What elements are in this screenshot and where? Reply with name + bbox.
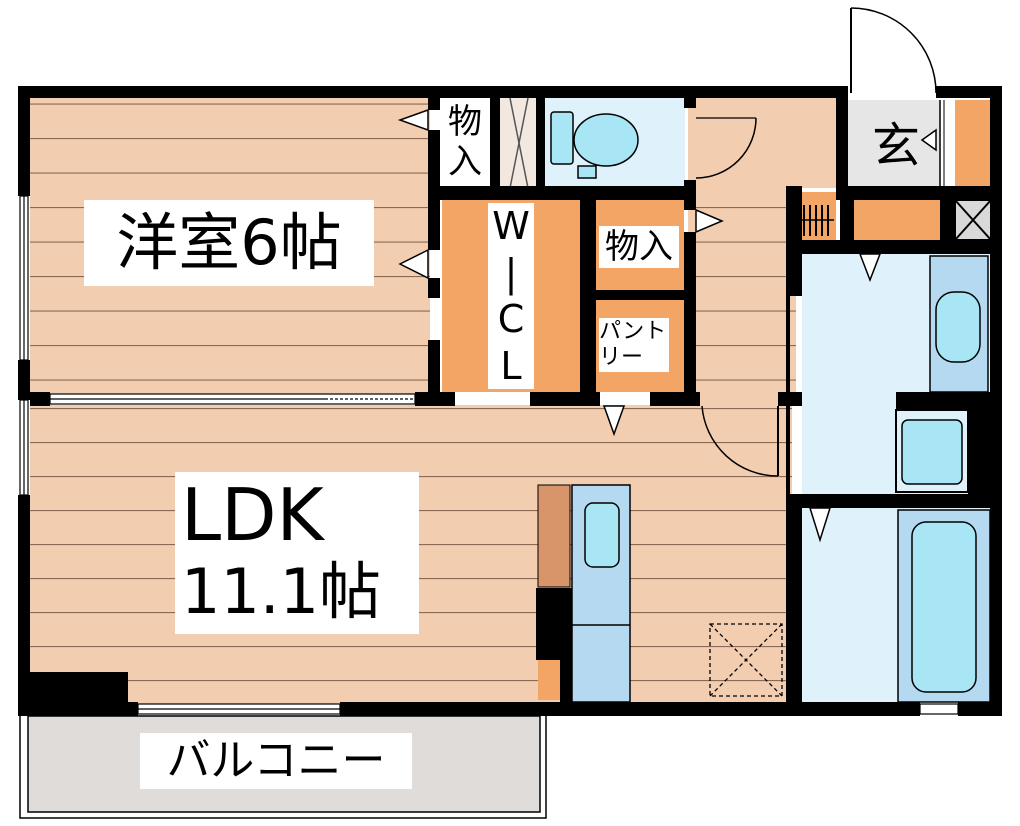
door-marks <box>397 108 937 543</box>
washbasin-icon <box>929 255 989 393</box>
pantry-label: パント リー <box>599 318 669 372</box>
kitchen-counter-bottom <box>538 660 560 700</box>
balcony-label: バルコニー <box>140 733 412 789</box>
entrance-door-swing <box>850 7 937 94</box>
washing-machine-icon <box>895 409 969 493</box>
bathtub-icon <box>897 509 991 703</box>
ldk-label-size: 11.1帖 <box>181 555 382 628</box>
storage-mid-label: 物入 <box>599 226 679 268</box>
ldk-label-name: LDK <box>181 473 324 557</box>
wic-label-c: C <box>497 297 525 342</box>
pantry-label-1: パント <box>599 319 667 344</box>
pantry-label-2: リー <box>599 345 644 370</box>
entrance-label: 玄 <box>871 118 920 174</box>
shoe-cabinet <box>955 100 991 186</box>
wic-label: W | C L <box>488 203 534 389</box>
ventilation-box <box>954 199 992 241</box>
wic-label-w: W <box>492 204 530 249</box>
western-room-label: 洋室6帖 <box>84 200 374 286</box>
ldk-door-swing <box>701 405 779 477</box>
walls <box>18 86 1002 716</box>
kitchen-counter-top <box>537 484 571 588</box>
entrance-floor <box>848 100 940 186</box>
storage-top-label: 物 入 <box>443 100 487 184</box>
storage-top-label-1: 物 <box>448 102 482 142</box>
hall-top-floor <box>688 98 848 188</box>
ldk-label: LDK 11.1帖 <box>175 472 419 634</box>
windows <box>19 195 959 715</box>
wic-label-bar: | <box>504 250 518 295</box>
refrigerator-space <box>709 623 783 697</box>
toilet-icon <box>550 111 639 179</box>
storage-top-label-2: 入 <box>448 142 482 182</box>
entrance-step <box>939 100 945 186</box>
kitchen-sink-icon <box>571 484 631 703</box>
wic-label-l: L <box>500 343 522 388</box>
shelf-orange <box>854 200 940 242</box>
toilet-door-swing <box>695 117 757 179</box>
shelf-hatch <box>500 97 536 189</box>
meter-lines-icon <box>800 205 834 236</box>
